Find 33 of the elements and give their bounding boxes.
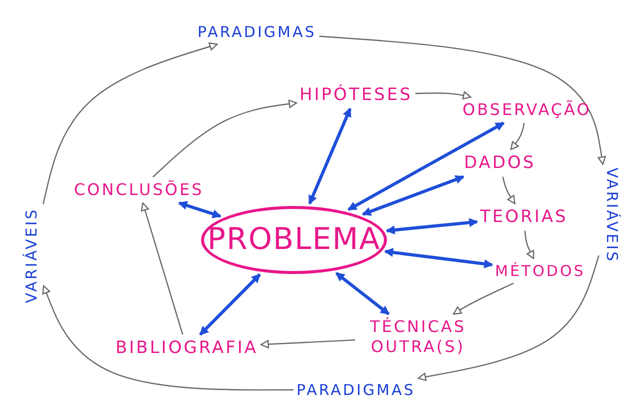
concept-label: PARADIGMAS: [296, 380, 416, 400]
arrow: [384, 248, 493, 268]
arrow: [140, 202, 184, 335]
arrow: [452, 282, 514, 315]
arrow: [362, 175, 464, 216]
topic-label: BIBLIOGRAFIA: [116, 338, 258, 359]
arrow: [199, 273, 261, 336]
arrow: [348, 122, 504, 211]
topic-label: DADOS: [464, 152, 536, 174]
arrow: [502, 176, 516, 204]
arrow: [319, 36, 606, 165]
arrow: [510, 122, 525, 150]
arrow: [418, 255, 600, 382]
topic-label: CONCLUSÕES: [74, 180, 204, 200]
topic-label: OBSERVAÇÃO: [462, 100, 592, 120]
topic-label: TÉCNICAS OUTRA(S): [368, 317, 467, 357]
arrow: [260, 339, 356, 348]
problem-ellipse: PROBLEMA: [201, 206, 387, 274]
arrow: [42, 285, 294, 391]
arrow: [524, 230, 534, 260]
arrow: [178, 201, 221, 218]
concept-label: VARIÁVEIS: [22, 207, 41, 303]
arrow: [42, 42, 218, 204]
arrow: [386, 218, 478, 234]
arrow: [335, 272, 390, 316]
arrow: [308, 108, 352, 204]
topic-label: TEORIAS: [480, 206, 568, 228]
arrow: [152, 100, 298, 178]
topic-label: HIPÓTESES: [300, 84, 412, 106]
arrow: [415, 91, 472, 100]
topic-label: MÉTODOS: [495, 262, 586, 280]
concept-label: PARADIGMAS: [198, 22, 316, 42]
concept-label: VARIÁVEIS: [602, 167, 621, 263]
